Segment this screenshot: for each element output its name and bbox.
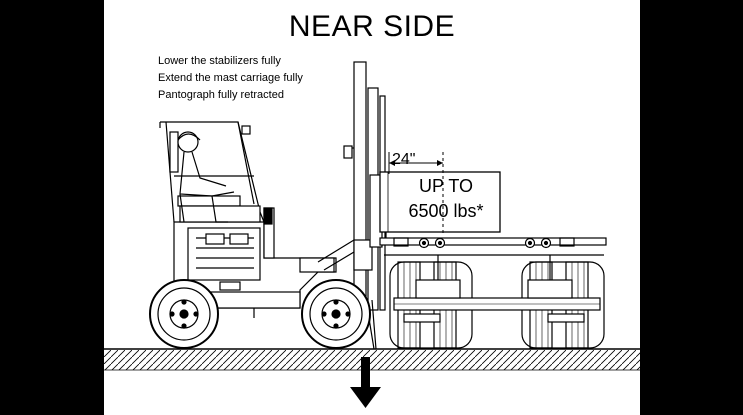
down-arrow-icon	[350, 357, 381, 408]
instruction-mast-carriage: Extend the mast carriage fully	[158, 72, 303, 84]
diagram-panel: NEAR SIDE Lower the stabilizers fully Ex…	[104, 0, 640, 415]
operator-cab	[159, 121, 265, 223]
instruction-stabilizers: Lower the stabilizers fully	[158, 55, 281, 67]
rear-wheel	[301, 279, 371, 349]
trailer-wheels	[389, 255, 605, 349]
instruction-pantograph: Pantograph fully retracted	[158, 89, 284, 101]
capacity-line-2: 6500 lbs*	[408, 201, 484, 221]
forklift-drawing	[104, 61, 640, 408]
load-box	[379, 171, 501, 233]
operator-figure	[177, 131, 235, 223]
dimension-marker	[388, 152, 444, 236]
ground	[104, 348, 640, 371]
diagram-title: NEAR SIDE	[288, 10, 456, 43]
capacity-line-1: UP TO	[418, 176, 474, 196]
dimension-label: 24"	[392, 151, 416, 168]
forklift-body	[173, 207, 355, 318]
fork-carriage	[369, 174, 607, 256]
front-wheel	[149, 279, 219, 349]
